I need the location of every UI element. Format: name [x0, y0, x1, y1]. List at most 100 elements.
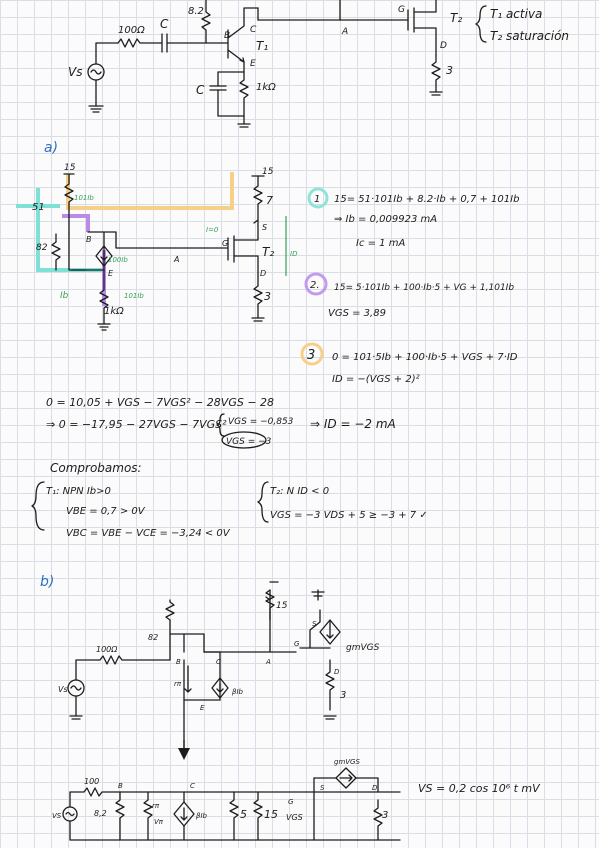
dc-node-a: A [173, 255, 179, 264]
emitter-resistor-label: 1kΩ [256, 82, 276, 93]
check-t1-line2: VBE = 0,7 > 0V [66, 506, 146, 517]
ac-node-e: E [200, 704, 205, 712]
eq3-marker: 3 [307, 348, 315, 363]
eq1-line2: ⇒ Ib = 0,009923 mA [334, 214, 437, 225]
node-a-label: A [341, 27, 348, 37]
r1k-label: 1kΩ [104, 306, 124, 317]
quad-root1: VGS = −0,853 [228, 417, 294, 427]
ss-node-g: G [288, 798, 294, 806]
ss-rpi: rπ [152, 802, 160, 810]
ss-r5: 5 [240, 808, 247, 821]
ac-node-d: D [334, 668, 340, 676]
ac-node-b: B [176, 658, 181, 666]
ss-vs: VS [52, 812, 62, 820]
ss-beta: βIb [196, 812, 208, 820]
kvl-equations: 1 15= 51·101Ib + 8.2·Ib + 0,7 + 101Ib ⇒ … [300, 187, 519, 385]
t2-label: T₂ [450, 11, 462, 25]
eq1-marker: 1 [314, 194, 320, 205]
ac-r15: 15 [276, 601, 288, 611]
ss-vgs: VGS [286, 813, 303, 822]
t1-state: T₁ activa [490, 7, 542, 21]
ac-node-s: S [312, 620, 317, 628]
t1-label: T₁ [256, 39, 268, 53]
ac-source-resistor: 100Ω [96, 645, 118, 654]
eq2-marker: 2. [310, 280, 320, 291]
eq3-line1: 0 = 101·5Ib + 100·Ib·5 + VGS + 7·ID [332, 352, 518, 363]
dc-node-d: D [260, 269, 266, 278]
dc-node-b: B [86, 235, 92, 244]
dc-node-s: S [262, 223, 267, 232]
r3-label: 3 [264, 290, 271, 303]
top-circuit: 100Ω C 8.2 B C T₁ E C 1kΩ Vs A G T₂ D 3 … [68, 0, 569, 128]
node-c-label: C [250, 25, 257, 35]
drain-current-note: ID [290, 250, 298, 258]
ss-signal: VS = 0,2 cos 10⁶ t mV [418, 782, 541, 795]
ac-vs: Vs [58, 685, 68, 694]
eq1-line1: 15= 51·101Ib + 8.2·Ib + 0,7 + 101Ib [334, 194, 519, 205]
ac-gm: gmVGS [346, 643, 380, 653]
node-e-label: E [250, 59, 256, 69]
eq2-line1: 15= 5·101Ib + 100·Ib·5 + VG + 1,101Ib [334, 283, 514, 293]
ac-node-a: A [265, 658, 271, 666]
ss-r15: 15 [264, 808, 278, 821]
ss-gm: gmVGS [334, 758, 360, 766]
quadratic-solution: 0 = 10,05 + VGS − 7VGS² − 28VGS − 28 ⇒ 0… [46, 396, 396, 449]
ac-node-g: G [294, 640, 300, 648]
eq2-line2: VGS = 3,89 [328, 308, 386, 319]
ss-r82: 8,2 [94, 809, 107, 818]
loop1-current: 101Ib [74, 194, 94, 202]
ss-node-b: B [118, 782, 123, 790]
eq3-line2: ID = −(VGS + 2)² [332, 374, 420, 385]
verification: Comprobamos: T₁: NPN Ib>0 VBE = 0,7 > 0V… [31, 461, 428, 539]
dc-supply2-label: 15 [262, 167, 274, 177]
part-a-label: a) [44, 140, 58, 156]
check-t2-line2: VGS = −3 VDS + 5 ≥ −3 + 7 ✓ [270, 510, 428, 521]
node-g-label: G [398, 5, 405, 15]
check-t2-line1: T₂: N ID < 0 [270, 486, 329, 497]
dc-node-e: E [108, 269, 114, 278]
r7-label: 7 [266, 194, 273, 207]
r51-label: 51 [32, 202, 45, 213]
ac-rpi: rπ [174, 680, 182, 688]
node-d-label: D [440, 41, 447, 51]
bypass-cap-label: C [196, 83, 205, 97]
r82-label: 82 [36, 243, 48, 253]
ss-r3: 3 [382, 810, 388, 821]
quad-line2: ⇒ 0 = −17,95 − 27VGS − 7VGS² [46, 418, 227, 431]
quad-line1: 0 = 10,05 + VGS − 7VGS² − 28VGS − 28 [46, 396, 274, 409]
drain-resistor-label: 3 [446, 64, 453, 77]
loop2-current: 101Ib [124, 292, 144, 300]
ss-r-source: 100 [84, 777, 99, 786]
ss-node-s: S [320, 784, 325, 792]
eq1-line3: Ic = 1 mA [356, 238, 405, 249]
node-b-label: B [224, 31, 230, 41]
source-resistor-label: 100Ω [118, 25, 145, 36]
dc-circuit: 15 51 82 101Ib 100Ib 101Ib Ib B E 1kΩ A … [16, 163, 298, 331]
ac-circuit: 100Ω 82 15 3 Vs gmVGS βIb A G S C B E D … [58, 581, 380, 760]
ss-node-c: C [190, 782, 195, 790]
coupling-cap-label: C [160, 17, 169, 31]
dc-supply-label: 15 [64, 163, 76, 173]
ac-beta: βIb [232, 688, 244, 696]
ss-vpi: Vπ [154, 818, 164, 826]
dc-t2-label: T₂ [262, 245, 274, 259]
vs-label: Vs [68, 65, 82, 79]
ac-r3: 3 [340, 690, 346, 701]
ss-node-d: D [372, 784, 378, 792]
quad-root2: VGS = −3 [226, 437, 272, 447]
ib-label: Ib [60, 291, 69, 301]
small-signal-circuit: 100 8,2 rπ Vπ βIb 5 15 VGS gmVGS 3 VS B … [52, 758, 541, 841]
check-title: Comprobamos: [50, 461, 142, 475]
t2-state: T₂ saturación [490, 29, 569, 43]
check-t1-line1: T₁: NPN Ib>0 [46, 486, 111, 497]
gate-current-note: I=0 [206, 226, 219, 234]
dependent-source-label: 100Ib [108, 256, 128, 264]
base-resistor-label: 8.2 [188, 6, 204, 17]
dc-node-g: G [222, 239, 228, 248]
ac-r82: 82 [148, 633, 158, 642]
check-t1-line3: VBC = VBE − VCE = −3,24 < 0V [66, 528, 231, 539]
quad-result: ⇒ ID = −2 mA [310, 417, 396, 431]
part-b-label: b) [40, 574, 54, 590]
ac-node-c: C [216, 658, 221, 666]
